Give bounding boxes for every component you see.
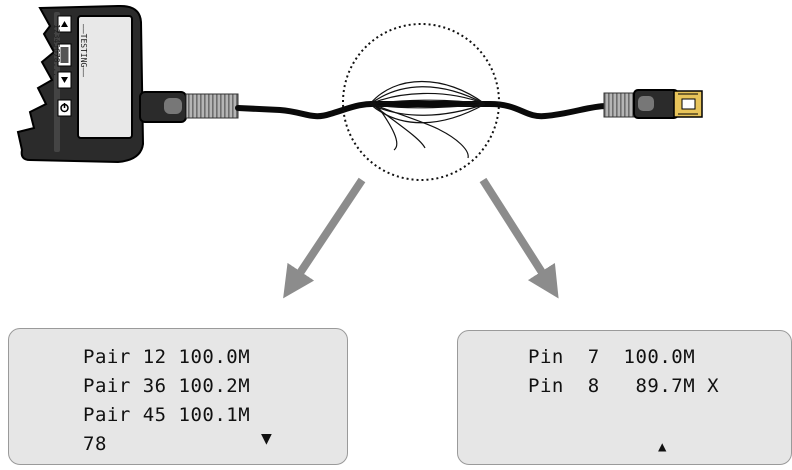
cable-tester-device (16, 4, 145, 164)
pair-line: Pair 45 100.1M (83, 404, 251, 426)
pin-line: Pin 7 100.0M (528, 346, 696, 368)
tester-screen (77, 15, 133, 139)
scroll-up-icon: ▲ (658, 439, 667, 455)
pair-line: Pair 12 100.0M (83, 346, 251, 368)
up-arrow-icon (61, 21, 68, 27)
scroll-down-icon: ▼ (261, 428, 273, 449)
tester-screen-line: 12345678... (52, 24, 61, 77)
cable (235, 100, 609, 120)
fanned-wires (369, 80, 486, 159)
pair-line: Pair 36 100.2M (83, 375, 251, 397)
pair-results-display: Pair 12 100.0M Pair 36 100.2M Pair 45 10… (8, 328, 348, 465)
callout-arrow-right (479, 177, 559, 299)
tester-side-connector (139, 91, 239, 123)
tester-screen-line: ——TESTING—— (79, 24, 88, 77)
pin-line: Pin 8 89.7M X (528, 375, 720, 397)
pair-line: 78 (83, 433, 107, 455)
down-arrow-icon (61, 77, 68, 83)
wire-zoom-callout (342, 23, 500, 181)
callout-arrow-left (283, 177, 366, 299)
test-label-icon (60, 47, 69, 63)
tester-screen-text: ——TESTING—— 12345678... (43, 24, 106, 77)
pin-results-display: Pin 7 100.0M Pin 8 89.7M X ▲ (457, 330, 792, 465)
rj45-plug (603, 89, 703, 119)
